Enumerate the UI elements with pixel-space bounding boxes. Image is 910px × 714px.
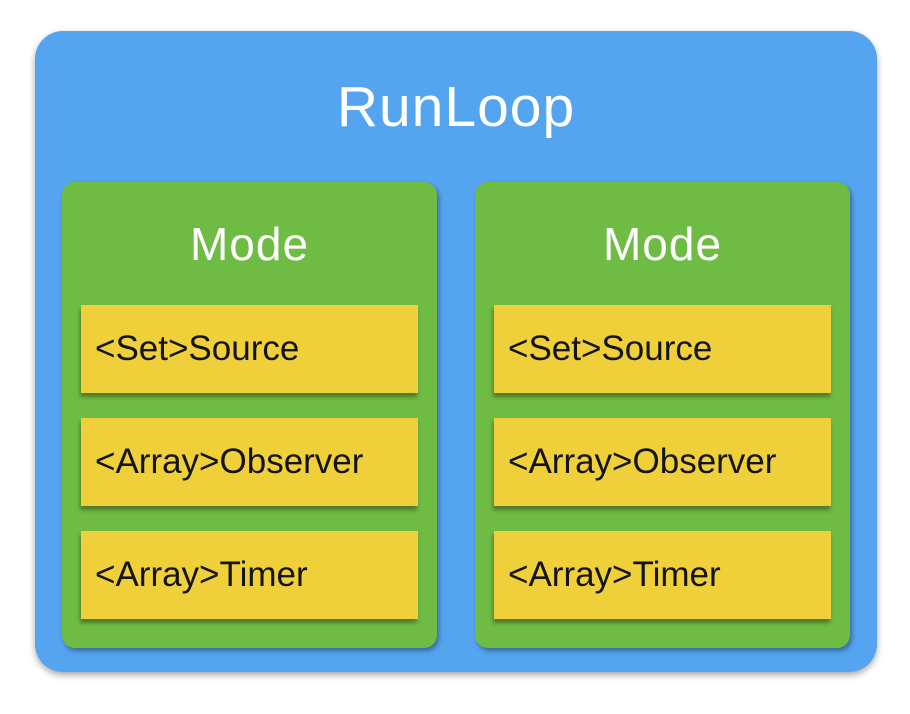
- runloop-container: RunLoop Mode <Set>Source <Array>Observer…: [35, 31, 877, 672]
- mode-box-right: Mode <Set>Source <Array>Observer <Array>…: [475, 182, 850, 648]
- modes-row: Mode <Set>Source <Array>Observer <Array>…: [35, 182, 877, 648]
- mode-item-array-timer: <Array>Timer: [494, 531, 831, 619]
- mode-item-array-observer: <Array>Observer: [81, 418, 418, 506]
- mode-item-array-observer: <Array>Observer: [494, 418, 831, 506]
- runloop-title: RunLoop: [336, 74, 576, 139]
- mode-box-left: Mode <Set>Source <Array>Observer <Array>…: [62, 182, 437, 648]
- mode-item-set-source: <Set>Source: [81, 305, 418, 393]
- mode-item-set-source: <Set>Source: [494, 305, 831, 393]
- mode-title: Mode: [602, 217, 723, 270]
- mode-item-array-timer: <Array>Timer: [81, 531, 418, 619]
- mode-title: Mode: [189, 217, 310, 270]
